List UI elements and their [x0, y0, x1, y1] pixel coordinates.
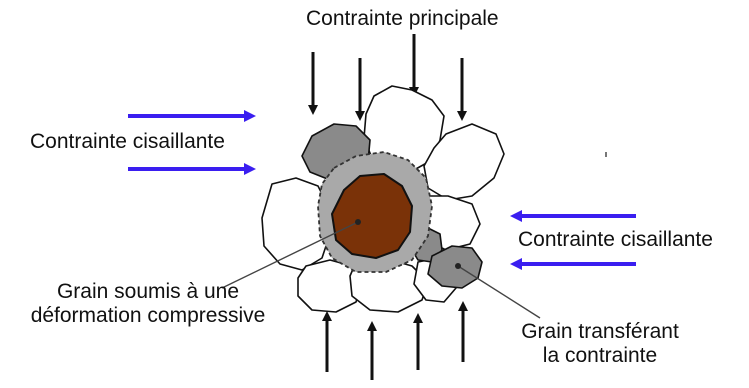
label-shear-stress-left: Contrainte cisaillante: [30, 130, 225, 154]
label-compressed-grain-line1: Grain soumis à une: [18, 280, 278, 304]
label-transferring-grain-line2: la contrainte: [500, 344, 700, 368]
label-transferring-grain: Grain transférant la contrainte: [500, 320, 700, 368]
label-compressed-grain: Grain soumis à une déformation compressi…: [18, 280, 278, 328]
speck: [605, 152, 607, 157]
grain-assemblage: [262, 86, 504, 312]
pointer-compressed-dot: [355, 219, 361, 225]
label-principal-stress: Contrainte principale: [306, 7, 499, 31]
label-transferring-grain-line1: Grain transférant: [500, 320, 700, 344]
label-compressed-grain-line2: déformation compressive: [18, 304, 278, 328]
pointer-transferring-dot: [455, 263, 461, 269]
principal-stress-arrows-bottom: [327, 306, 463, 380]
label-shear-stress-right: Contrainte cisaillante: [518, 228, 713, 252]
pointer-transferring-grain: [458, 266, 540, 318]
